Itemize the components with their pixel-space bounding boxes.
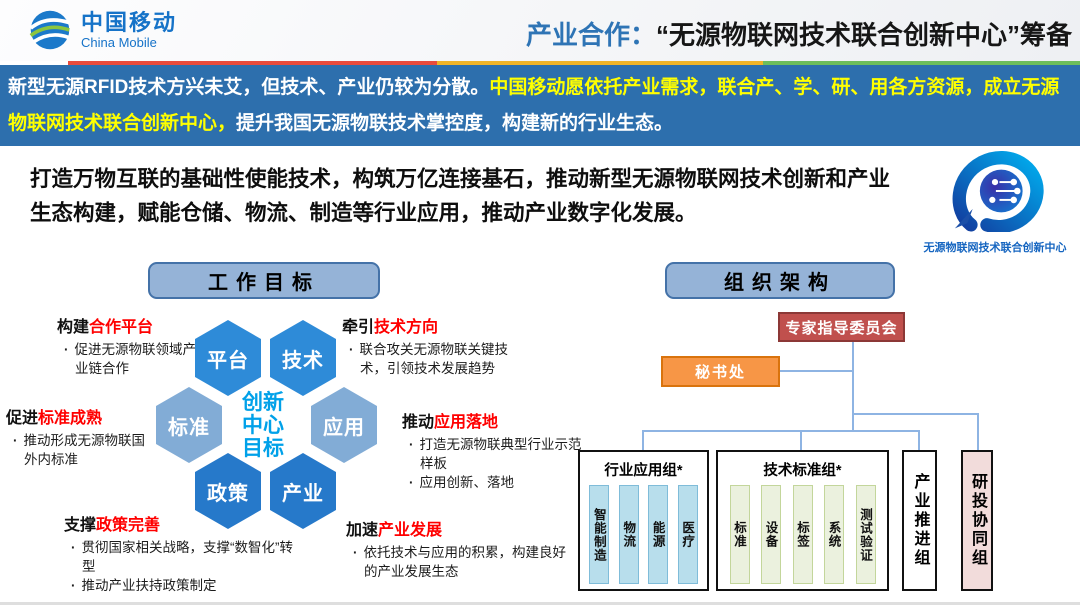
pillar-research-investment: 研投协同组 <box>961 450 993 591</box>
pillar-industry-promotion: 产业推进组 <box>902 450 937 591</box>
center-line-1: 创新 <box>242 391 284 414</box>
china-mobile-logo: 中国移动 China Mobile <box>28 8 177 52</box>
strip-label: 标准 <box>732 521 746 548</box>
secretariat-box: 秘书处 <box>661 356 780 387</box>
annotation-prefix: 推动 <box>402 414 435 431</box>
group-item-equipment: 设备 <box>761 485 781 584</box>
center-line-2: 中心 <box>242 414 284 437</box>
logo-text-en: China Mobile <box>81 34 157 50</box>
hexagon-standard: 标准 <box>156 387 222 463</box>
group-item-smart-manufacturing: 智能制造 <box>589 485 610 584</box>
banner-text-yellow: 中国移动愿依托产业需求，联合产、学、研、用各方资源，成立无源物联网技术联合创新中… <box>8 77 1060 134</box>
annotation-title: 构建合作平台 <box>57 313 207 337</box>
header-bar: 中国移动 China Mobile 产业合作：“无源物联网技术联合创新中心”筹备 <box>0 0 1080 61</box>
summary-banner: 新型无源RFID技术方兴未艾，但技术、产业仍较为分散。中国移动愿依托产业需求，联… <box>0 65 1080 146</box>
annotation-bullet: 应用创新、落地 <box>406 473 584 492</box>
annotation-highlight: 政策完善 <box>96 517 161 534</box>
pillar-label: 产业推进组 <box>911 473 929 568</box>
divider-red <box>68 61 437 65</box>
group-item-system: 系统 <box>824 485 844 584</box>
connector-secretariat <box>780 370 852 372</box>
strip-label: 能源 <box>650 521 665 548</box>
intro-paragraph: 打造万物互联的基础性使能技术，构筑万亿连接基石，推动新型无源物联网技术创新和产业… <box>30 167 891 225</box>
page-title-main: “无源物联网技术联合创新中心”筹备 <box>655 20 1072 50</box>
group-title: 行业应用组* <box>604 463 683 479</box>
group-item-energy: 能源 <box>648 485 669 584</box>
strip-label: 设备 <box>763 521 778 548</box>
strip-label: 智能制造 <box>591 507 606 562</box>
annotation-bullet: 依托技术与应用的积累，构建良好的产业发展生态 <box>350 543 571 581</box>
annotation-prefix: 牵引 <box>342 319 375 336</box>
china-mobile-globe-icon <box>29 10 70 50</box>
annotation-bullet: 联合攻关无源物联关键技术，引领技术发展趋势 <box>346 340 510 378</box>
annotation-title: 加速产业发展 <box>346 516 571 540</box>
banner-text-white-2: 提升我国无源物联技术掌控度，构建新的行业生态。 <box>236 113 674 134</box>
annotation-bullet: 推动形成无源物联国外内标准 <box>10 431 154 469</box>
annotation-title: 促进标准成熟 <box>6 404 154 428</box>
page-title-prefix: 产业合作： <box>525 20 656 50</box>
annotation-cooperation-platform: 构建合作平台 促进无源物联领域产业链合作 <box>57 313 207 378</box>
strip-label: 医疗 <box>680 521 695 548</box>
logo-text-cn: 中国移动 <box>81 9 178 35</box>
annotation-title: 推动应用落地 <box>402 408 584 432</box>
innovation-center-logo-caption: 无源物联网技术联合创新中心 <box>923 242 1067 254</box>
center-line-3: 目标 <box>242 437 284 460</box>
strip-label: 系统 <box>826 521 841 548</box>
connector-drop-1 <box>642 430 644 450</box>
innovation-center-logo-icon <box>952 151 1044 234</box>
annotation-bullet: 促进无源物联领域产业链合作 <box>61 340 207 378</box>
annotation-prefix: 构建 <box>57 319 90 336</box>
group-item-medical: 医疗 <box>677 485 698 584</box>
annotation-highlight: 标准成熟 <box>38 410 103 427</box>
innovation-center-logo: 无源物联网技术联合创新中心 <box>915 150 1075 255</box>
connector-rail <box>642 430 920 432</box>
annotation-bullet: 推动产业扶持政策制定 <box>68 576 306 595</box>
group-item-tag: 标签 <box>792 485 813 584</box>
strip-label: 测试验证 <box>858 507 872 562</box>
hexagon-center-label: 创新 中心 目标 <box>231 391 295 460</box>
connector-main-stem <box>852 342 854 431</box>
annotation-highlight: 合作平台 <box>89 319 154 336</box>
group-industry-application: 行业应用组* 智能制造 物流 能源 医疗 <box>578 450 709 591</box>
banner-text-white-1: 新型无源RFID技术方兴未艾，但技术、产业仍较为分散。 <box>8 77 490 98</box>
hexagon-application: 应用 <box>311 387 377 463</box>
annotation-tech-direction: 牵引技术方向 联合攻关无源物联关键技术，引领技术发展趋势 <box>342 313 510 378</box>
connector-right-drop <box>977 413 979 450</box>
annotation-highlight: 产业发展 <box>378 522 443 539</box>
group-technical-standard: 技术标准组* 标准 设备 标签 系统 测试验证 <box>716 450 889 591</box>
connector-right-branch <box>852 413 979 415</box>
page-title: 产业合作：“无源物联网技术联合创新中心”筹备 <box>526 15 1072 52</box>
china-mobile-wordmark: 中国移动 China Mobile <box>81 9 178 50</box>
group-items: 智能制造 物流 能源 医疗 <box>580 485 707 584</box>
group-title: 技术标准组* <box>763 463 842 479</box>
divider-green <box>763 61 1080 65</box>
strip-label: 物流 <box>621 521 636 548</box>
annotation-bullet: 打造无源物联典型行业示范样板 <box>406 435 584 473</box>
connector-drop-3 <box>918 430 920 450</box>
section-header-org-structure: 组织架构 <box>665 262 895 299</box>
expert-committee-box: 专家指导委员会 <box>778 312 905 342</box>
annotation-highlight: 应用落地 <box>434 414 499 431</box>
annotation-title: 牵引技术方向 <box>342 313 510 337</box>
section-header-work-goals: 工作目标 <box>148 262 380 299</box>
group-item-test-verification: 测试验证 <box>855 485 876 584</box>
annotation-industry-development: 加速产业发展 依托技术与应用的积累，构建良好的产业发展生态 <box>346 516 571 581</box>
annotation-title: 支撑政策完善 <box>64 511 306 535</box>
annotation-highlight: 技术方向 <box>374 319 439 336</box>
strip-label: 标签 <box>795 521 809 548</box>
annotation-prefix: 加速 <box>346 522 379 539</box>
group-item-standard: 标准 <box>729 485 750 584</box>
connector-drop-2 <box>800 430 802 450</box>
annotation-prefix: 促进 <box>6 410 39 427</box>
annotation-standard-maturity: 促进标准成熟 推动形成无源物联国外内标准 <box>6 404 154 469</box>
annotation-application-landing: 推动应用落地 打造无源物联典型行业示范样板 应用创新、落地 <box>402 408 584 492</box>
annotation-prefix: 支撑 <box>64 517 97 534</box>
hexagon-technology: 技术 <box>270 320 336 396</box>
group-item-logistics: 物流 <box>618 485 639 584</box>
pillar-label: 研投协同组 <box>969 473 986 568</box>
divider-yellow <box>437 61 763 65</box>
annotation-bullet: 贯彻国家相关战略，支撑“数智化”转型 <box>68 538 306 576</box>
group-items: 标准 设备 标签 系统 测试验证 <box>718 485 887 584</box>
annotation-policy-improvement: 支撑政策完善 贯彻国家相关战略，支撑“数智化”转型 推动产业扶持政策制定 <box>64 511 306 595</box>
